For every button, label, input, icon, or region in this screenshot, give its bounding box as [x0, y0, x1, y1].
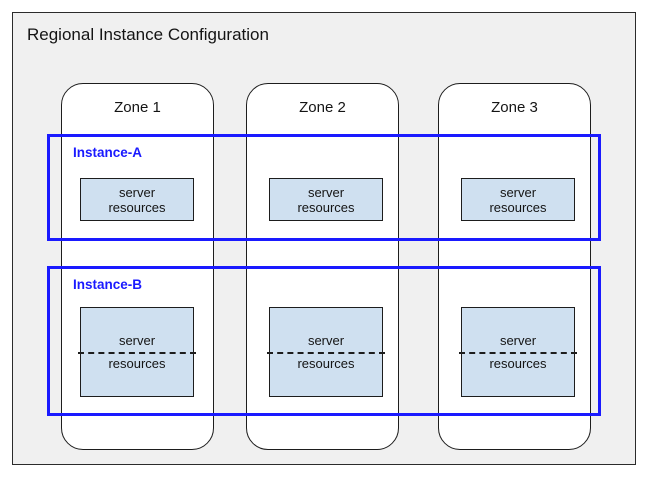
server-box-line-1: server — [118, 333, 156, 348]
server-box-line-1: server — [499, 184, 537, 200]
server-resources-box[interactable]: server resources — [269, 178, 383, 221]
server-box-line-1: server — [118, 184, 156, 200]
instance-band-b[interactable]: Instance-B server resources server resou… — [47, 266, 601, 416]
server-box-line-2: resources — [108, 356, 166, 371]
instance-label-a: Instance-A — [73, 145, 143, 160]
server-box-line-1: server — [307, 333, 345, 348]
server-resources-box[interactable]: server resources — [78, 307, 196, 397]
server-box-line-2: resources — [489, 199, 547, 215]
zone-label-2: Zone 2 — [299, 99, 346, 116]
server-box-line-2: resources — [297, 356, 355, 371]
split-divider-line — [267, 352, 385, 354]
server-resources-box[interactable]: server resources — [80, 178, 194, 221]
server-resources-box[interactable]: server resources — [459, 307, 577, 397]
server-resources-box[interactable]: server resources — [267, 307, 385, 397]
zone-label-3: Zone 3 — [491, 99, 538, 116]
instance-band-a[interactable]: Instance-A server resources server resou… — [47, 134, 601, 241]
page-title: Regional Instance Configuration — [27, 25, 269, 44]
server-resources-box[interactable]: server resources — [461, 178, 575, 221]
server-box-line-2: resources — [297, 199, 355, 215]
server-box-line-1: server — [307, 184, 345, 200]
server-box-line-2: resources — [108, 199, 166, 215]
split-divider-line — [459, 352, 577, 354]
zone-label-1: Zone 1 — [114, 99, 161, 116]
server-box-line-2: resources — [489, 356, 547, 371]
instance-label-b: Instance-B — [73, 277, 143, 292]
server-box-line-1: server — [499, 333, 537, 348]
split-divider-line — [78, 352, 196, 354]
region-panel: Regional Instance Configuration Zone 1 Z… — [12, 12, 636, 465]
